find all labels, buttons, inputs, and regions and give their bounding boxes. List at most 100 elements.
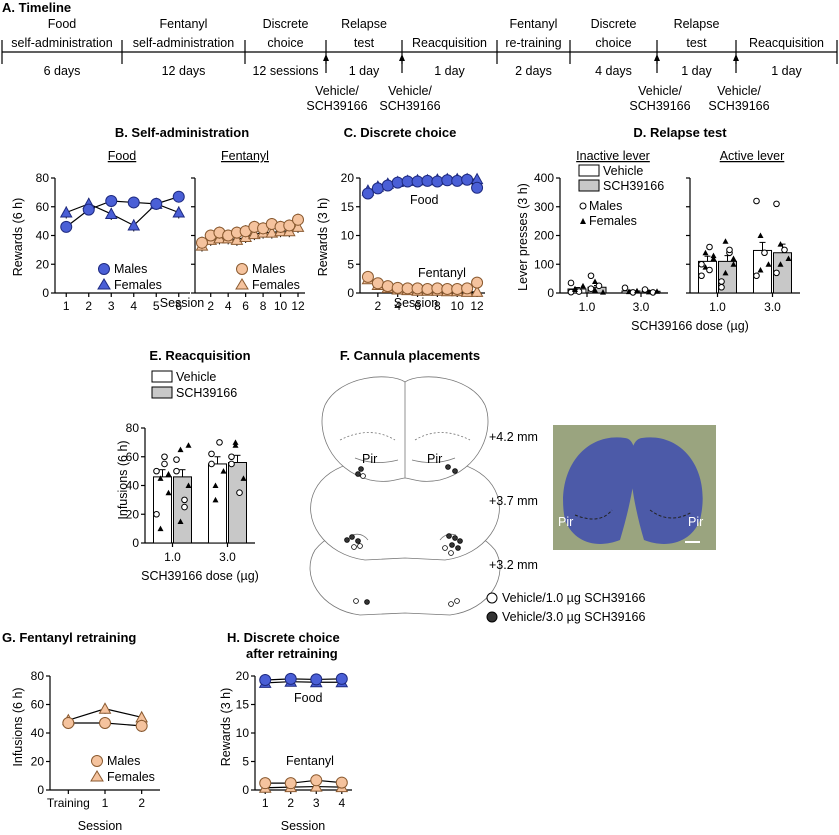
y-tick-label: 80 <box>31 669 45 683</box>
panel-e-xlabel: SCH39166 dose (µg) <box>141 569 259 583</box>
data-point <box>451 282 464 295</box>
panel-e-legend: Vehicle SCH39166 <box>151 370 237 400</box>
individual-point <box>706 243 713 251</box>
placement-dot-filled <box>349 534 355 540</box>
injection-label-line1: Vehicle/ <box>638 84 682 98</box>
individual-point <box>240 475 247 481</box>
panel-c-discrete-choice: C. Discrete choice Rewards (3 h) Session… <box>316 125 485 313</box>
legend-males-marker <box>579 202 587 210</box>
individual-point <box>621 284 629 292</box>
data-point <box>98 702 112 714</box>
y-tick-label: 40 <box>31 726 45 740</box>
placement-dot-filled <box>358 466 364 472</box>
individual-point <box>777 261 784 267</box>
panel-d-xlabel: SCH39166 dose (µg) <box>631 319 749 333</box>
x-tick-label: 6 <box>414 299 421 313</box>
data-point <box>284 777 297 790</box>
y-tick-label: 0 <box>42 286 49 300</box>
individual-point <box>757 232 764 238</box>
individual-point <box>212 496 219 503</box>
data-point <box>135 719 148 732</box>
timeline-label-line2: Reacquisition <box>412 36 487 50</box>
injection-label-line1: Vehicle/ <box>717 84 761 98</box>
individual-point <box>730 261 737 267</box>
y-tick-label: 60 <box>31 698 45 712</box>
individual-point <box>773 200 780 208</box>
x-tick-label: 2 <box>138 796 145 810</box>
data-point <box>259 673 272 686</box>
y-tick-label: 20 <box>236 669 250 683</box>
data-point <box>172 205 186 218</box>
y-tick-label: 40 <box>126 479 140 493</box>
x-tick-label: 4 <box>225 299 232 313</box>
panel-b-sub-food: Food <box>108 149 137 163</box>
legend-vehicle-swatch <box>578 164 600 177</box>
individual-point <box>236 489 243 496</box>
x-tick-label: 10 <box>451 299 465 313</box>
data-point <box>371 277 384 290</box>
legend-vehicle-swatch-e <box>151 370 173 383</box>
injection-arrow-head <box>323 54 329 61</box>
data-point <box>335 776 348 789</box>
x-tick-label: 1 <box>262 796 269 810</box>
panel-h-ylabel: Rewards (3 h) <box>219 688 233 767</box>
timeline-duration: 1 day <box>434 64 465 78</box>
legend-females-label: Females <box>114 278 162 292</box>
y-tick-label: 60 <box>126 450 140 464</box>
panel-d-sub-inactive: Inactive lever <box>576 149 650 163</box>
histology-pir-outline-left <box>574 509 613 520</box>
panel-h-title-l1: H. Discrete choice <box>227 630 340 645</box>
data-point <box>421 174 434 187</box>
timeline-label-line1: Relapse <box>341 17 387 31</box>
timeline-injections: Vehicle/SCH39166Vehicle/SCH39166Vehicle/… <box>306 54 770 113</box>
panel-d-ylabel: Lever presses (3 h) <box>516 183 530 291</box>
y-tick-label: 0 <box>347 286 354 300</box>
y-tick-label: 5 <box>242 755 249 769</box>
data-point <box>471 276 484 289</box>
legend-sch-label: SCH39166 <box>603 179 664 193</box>
x-tick-label: 1 <box>63 299 70 313</box>
placement-dot-filled <box>449 542 455 548</box>
individual-point <box>710 255 717 261</box>
injection-label-line2: SCH39166 <box>629 99 690 113</box>
individual-point <box>177 518 184 524</box>
individual-point <box>710 252 717 259</box>
timeline-label-line1: Discrete <box>263 17 309 31</box>
data-point <box>104 207 118 219</box>
data-point <box>361 270 374 283</box>
timeline-label-line2: self-administration <box>11 36 112 50</box>
y-tick-label: 200 <box>534 229 554 243</box>
panel-f-cannula-placements: F. Cannula placements Pir Pir +4.2 mm +3… <box>309 348 716 624</box>
timeline-label-line2: choice <box>595 36 631 50</box>
data-point <box>391 176 404 189</box>
individual-point <box>773 269 780 277</box>
x-tick-label: 12 <box>470 299 484 313</box>
panel-d-relapse-test: D. Relapse test Inactive lever Active le… <box>516 125 800 333</box>
legend-sch-swatch-e <box>151 386 173 399</box>
coord-4-2: +4.2 mm <box>489 430 538 444</box>
panel-d-sub-active: Active lever <box>720 149 785 163</box>
coord-3-2: +3.2 mm <box>489 558 538 572</box>
y-tick-label: 20 <box>341 171 355 185</box>
individual-point <box>785 255 792 261</box>
series-line <box>265 779 342 784</box>
y-tick-label: 20 <box>36 257 50 271</box>
injection-label-line2: SCH39166 <box>708 99 769 113</box>
data-point <box>82 203 95 216</box>
bar <box>153 476 172 544</box>
timeline-duration: 1 day <box>681 64 712 78</box>
placement-dot-open <box>351 544 357 550</box>
individual-point <box>698 272 705 280</box>
panel-g-fentanyl-retraining: G. Fentanyl retraining Infusions (6 h) S… <box>2 630 160 833</box>
injection-arrow-head <box>399 54 405 61</box>
timeline-duration: 12 sessions <box>252 64 318 78</box>
orbital-dashed <box>339 432 471 441</box>
panel-b-legend: Males Females Males Females <box>97 262 300 292</box>
